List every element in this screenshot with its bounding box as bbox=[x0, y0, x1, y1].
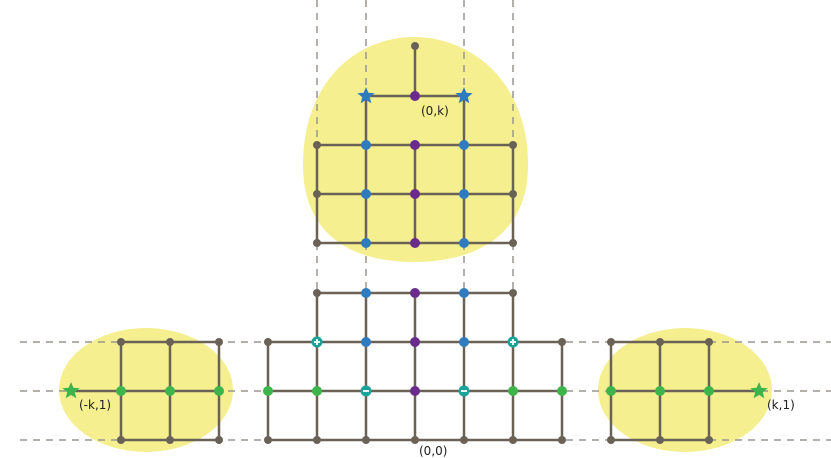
lattice-node-32 bbox=[313, 436, 321, 444]
lattice-node-28 bbox=[312, 386, 322, 396]
star-blue-right bbox=[455, 87, 473, 104]
label-left: (-k,1) bbox=[79, 398, 111, 412]
lattice-node-4 bbox=[361, 140, 371, 150]
minus-node bbox=[458, 385, 470, 397]
lattice-node-18 bbox=[509, 289, 517, 297]
lattice-node-19 bbox=[361, 288, 371, 298]
lattice-node-56 bbox=[705, 436, 713, 444]
lattice-node-48 bbox=[607, 338, 615, 346]
lattice-node-51 bbox=[656, 338, 664, 346]
lattice-node-41 bbox=[117, 436, 125, 444]
lattice-node-30 bbox=[508, 386, 518, 396]
lattice-node-49 bbox=[606, 386, 616, 396]
label-top: (0,k) bbox=[421, 104, 449, 118]
lattice-node-26 bbox=[410, 337, 420, 347]
minus-node bbox=[360, 385, 372, 397]
lattice-node-37 bbox=[264, 436, 272, 444]
lattice-node-46 bbox=[214, 386, 224, 396]
lattice-node-11 bbox=[410, 189, 420, 199]
lattice-node-16 bbox=[410, 238, 420, 248]
lattice-node-14 bbox=[361, 238, 371, 248]
lattice-node-53 bbox=[656, 436, 664, 444]
star-green-left bbox=[62, 382, 80, 399]
lattice-node-25 bbox=[459, 337, 469, 347]
plus-node bbox=[311, 336, 323, 348]
label-origin: (0,0) bbox=[419, 444, 447, 458]
lattice-node-27 bbox=[263, 386, 273, 396]
lattice-node-47 bbox=[215, 436, 223, 444]
lattice-node-39 bbox=[117, 338, 125, 346]
lattice-node-8 bbox=[509, 190, 517, 198]
star-blue-left bbox=[357, 87, 375, 104]
lattice-node-43 bbox=[165, 386, 175, 396]
lattice-node-9 bbox=[361, 189, 371, 199]
plus-node bbox=[507, 336, 519, 348]
lattice-node-3 bbox=[509, 141, 517, 149]
lattice-node-2 bbox=[313, 141, 321, 149]
lattice-node-10 bbox=[459, 189, 469, 199]
lattice-node-7 bbox=[313, 190, 321, 198]
star-markers bbox=[62, 87, 768, 399]
lattice-node-40 bbox=[116, 386, 126, 396]
lattice-node-44 bbox=[166, 436, 174, 444]
lattice-node-33 bbox=[362, 436, 370, 444]
lattice-node-45 bbox=[215, 338, 223, 346]
lattice-node-42 bbox=[166, 338, 174, 346]
lattice-node-52 bbox=[655, 386, 665, 396]
lattice-node-6 bbox=[410, 140, 420, 150]
lattice-node-35 bbox=[460, 436, 468, 444]
lattice-nodes bbox=[116, 42, 714, 444]
lattice-node-38 bbox=[558, 436, 566, 444]
lattice-node-24 bbox=[361, 337, 371, 347]
lattice-node-29 bbox=[410, 386, 420, 396]
lattice-node-54 bbox=[705, 338, 713, 346]
lattice-node-12 bbox=[313, 239, 321, 247]
lattice-node-22 bbox=[264, 338, 272, 346]
star-green-right bbox=[750, 382, 768, 399]
lattice-node-50 bbox=[607, 436, 615, 444]
lattice-node-21 bbox=[410, 288, 420, 298]
lattice-node-1 bbox=[410, 91, 420, 101]
lattice-node-55 bbox=[704, 386, 714, 396]
lattice-node-31 bbox=[557, 386, 567, 396]
lattice-node-13 bbox=[509, 239, 517, 247]
lattice-node-5 bbox=[459, 140, 469, 150]
lattice-node-23 bbox=[558, 338, 566, 346]
label-right: (k,1) bbox=[767, 398, 795, 412]
lattice-node-20 bbox=[459, 288, 469, 298]
lattice-node-0 bbox=[411, 42, 419, 50]
lattice-node-34 bbox=[411, 436, 419, 444]
lattice-node-17 bbox=[313, 289, 321, 297]
lattice-node-15 bbox=[459, 238, 469, 248]
lattice-node-36 bbox=[509, 436, 517, 444]
